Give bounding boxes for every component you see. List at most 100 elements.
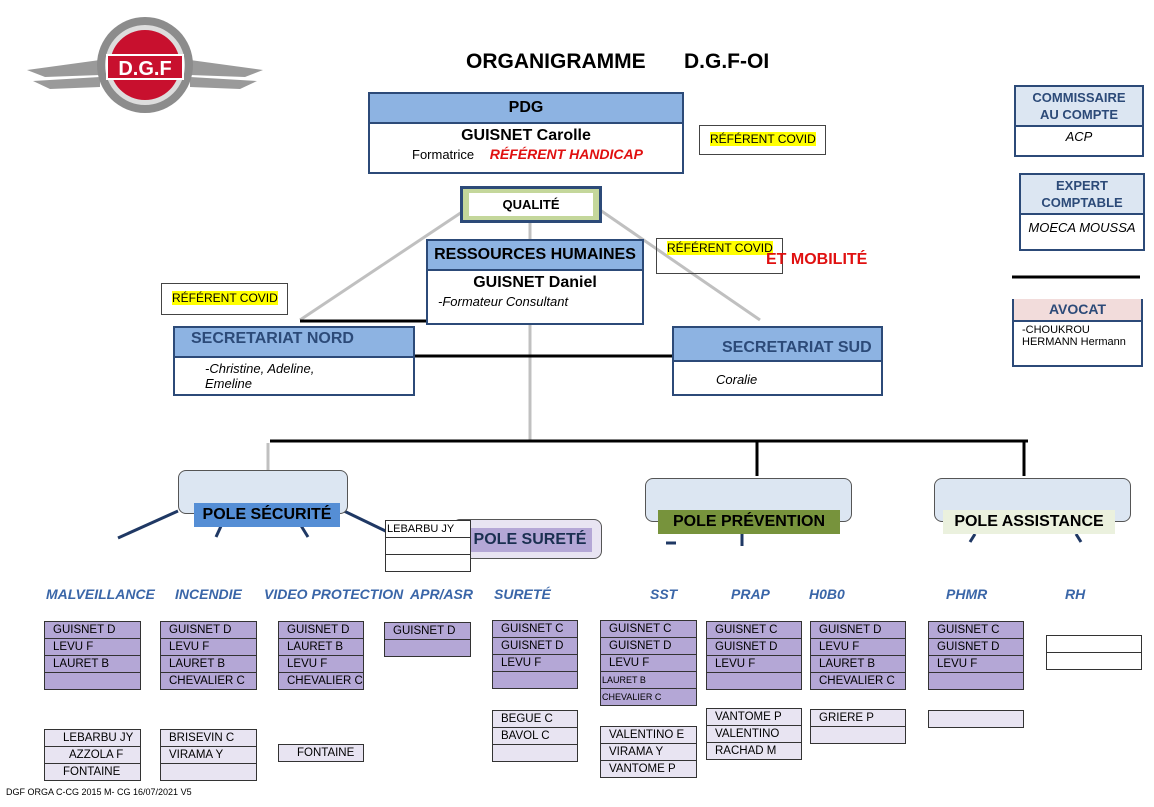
category-hobo: H0B0: [809, 586, 845, 602]
list-item: [929, 711, 1023, 727]
list-item: GUISNET D: [811, 622, 905, 639]
list-item: [811, 727, 905, 743]
list-item: [929, 673, 1023, 689]
hobo-list-2: GRIERE P: [810, 709, 906, 744]
lebarbu-small-empty-2: [386, 555, 470, 571]
list-item: GUISNET C: [601, 621, 696, 638]
incendie-list: GUISNET D LEVU F LAURET B CHEVALIER C: [160, 621, 257, 690]
list-item: LAURET B: [45, 656, 140, 673]
incendie-list-2: BRISEVIN C VIRAMA Y: [160, 729, 257, 781]
list-item: GUISNET D: [493, 638, 577, 655]
list-item: VALENTINO: [707, 726, 801, 743]
list-item: [45, 673, 140, 689]
secretariat-nord-line2: Emeline: [205, 376, 252, 391]
list-item: GUISNET D: [45, 622, 140, 639]
commissaire-header-line2: AU COMPTE: [1040, 107, 1118, 122]
list-item: AZZOLA F: [45, 747, 140, 764]
list-item: LAURET B: [161, 656, 256, 673]
category-malveillance: MALVEILLANCE: [46, 586, 155, 602]
secretariat-sud-box: SECRETARIAT SUD Coralie: [672, 326, 883, 396]
avocat-line2: HERMANN Hermann: [1022, 336, 1126, 348]
list-item: GUISNET D: [161, 622, 256, 639]
list-item: LAURET B: [279, 639, 363, 656]
pole-surete-label: POLE SURETÉ: [468, 528, 592, 552]
secretariat-sud-body: Coralie: [716, 372, 758, 387]
list-item: LEVU F: [493, 655, 577, 672]
list-item: [707, 673, 801, 689]
rh-list: [1046, 635, 1142, 670]
avocat-box: AVOCAT -CHOUKROU HERMANN Hermann: [1012, 299, 1143, 367]
logo-text: D.G.F: [118, 58, 171, 80]
list-item: GUISNET D: [385, 623, 470, 640]
rh-header: RESSOURCES HUMAINES: [428, 241, 642, 271]
list-item: CHEVALIER C: [811, 673, 905, 689]
list-item: LAURET B: [601, 672, 696, 689]
sst-list: GUISNET C GUISNET D LEVU F LAURET B CHEV…: [600, 620, 697, 706]
list-item: VIRAMA Y: [161, 747, 256, 764]
prap-list: GUISNET C GUISNET D LEVU F: [706, 621, 802, 690]
list-item: BEGUE C: [493, 711, 577, 728]
list-item: VALENTINO E: [601, 727, 696, 744]
list-item: [493, 672, 577, 688]
category-apr-asr: APR/ASR: [410, 586, 474, 602]
pdg-name: GUISNET Carolle: [461, 127, 591, 144]
list-item: GUISNET D: [279, 622, 363, 639]
rh-role: -Formateur Consultant: [438, 294, 569, 309]
category-phmr: PHMR: [946, 586, 988, 602]
category-sst: SST: [650, 586, 678, 602]
list-item: LEVU F: [811, 639, 905, 656]
malveillance-list: GUISNET D LEVU F LAURET B: [44, 621, 141, 690]
sst-list-2: VALENTINO E VIRAMA Y VANTOME P: [600, 726, 697, 778]
pole-prevention-label: POLE PRÉVENTION: [658, 510, 840, 534]
phmr-list-2: [928, 710, 1024, 728]
pole-assistance-label: POLE ASSISTANCE: [943, 510, 1115, 534]
category-prap: PRAP: [731, 586, 770, 602]
category-rh: RH: [1065, 586, 1086, 602]
qualite-box: QUALITÉ: [460, 186, 602, 223]
phmr-list: GUISNET C GUISNET D LEVU F: [928, 621, 1024, 690]
list-item: GUISNET D: [601, 638, 696, 655]
rh-name: GUISNET Daniel: [473, 274, 597, 291]
list-item: BAVOL C: [493, 728, 577, 745]
list-item: CHEVALIER C: [161, 673, 256, 689]
list-item: LAURET B: [811, 656, 905, 673]
list-item: GRIERE P: [811, 710, 905, 727]
secretariat-nord-line1: -Christine, Adeline,: [205, 361, 315, 376]
pdg-box: PDG GUISNET Carolle Formatrice RÉFÉRENT …: [368, 92, 684, 174]
covid-referent-label-3: RÉFÉRENT COVID: [172, 291, 278, 305]
category-surete: SURETÉ: [494, 586, 551, 602]
expert-header-line2: COMPTABLE: [1041, 195, 1123, 210]
list-item: BRISEVIN C: [161, 730, 256, 747]
list-item: [385, 640, 470, 656]
list-item: [1047, 653, 1141, 669]
list-item: LEVU F: [929, 656, 1023, 673]
lebarbu-small-label: LEBARBU JY: [386, 521, 470, 538]
page-title-org: D.G.F-OI: [684, 50, 770, 73]
expert-body: MOECA MOUSSA: [1028, 220, 1136, 235]
list-item: FONTAINE: [45, 764, 140, 780]
list-item: GUISNET D: [929, 639, 1023, 656]
mobilite-label: ET MOBILITÉ: [766, 251, 868, 268]
avocat-line1: -CHOUKROU: [1022, 324, 1090, 336]
covid-referent-box-1: RÉFÉRENT COVID: [699, 125, 826, 155]
list-item: VANTOME P: [601, 761, 696, 777]
list-item: LEBARBU JY: [45, 730, 140, 747]
rh-box: RESSOURCES HUMAINES GUISNET Daniel -Form…: [426, 239, 644, 325]
covid-referent-box-3: RÉFÉRENT COVID: [161, 283, 288, 315]
surete-list-2: BEGUE C BAVOL C: [492, 710, 578, 762]
list-item: LEVU F: [601, 655, 696, 672]
page-title: ORGANIGRAMME: [466, 50, 646, 73]
category-video-protection: VIDEO PROTECTION: [264, 586, 404, 602]
pdg-header: PDG: [370, 94, 682, 124]
list-item: LEVU F: [279, 656, 363, 673]
prap-list-2: VANTOME P VALENTINO RACHAD M: [706, 708, 802, 760]
list-item: [493, 745, 577, 761]
list-item: LEVU F: [707, 656, 801, 673]
list-item: [1047, 636, 1141, 653]
covid-referent-label: RÉFÉRENT COVID: [710, 132, 816, 146]
video-list-2: FONTAINE: [278, 744, 364, 762]
expert-comptable-box: EXPERT COMPTABLE MOECA MOUSSA: [1019, 173, 1145, 251]
list-item: [161, 764, 256, 780]
list-item: VIRAMA Y: [601, 744, 696, 761]
